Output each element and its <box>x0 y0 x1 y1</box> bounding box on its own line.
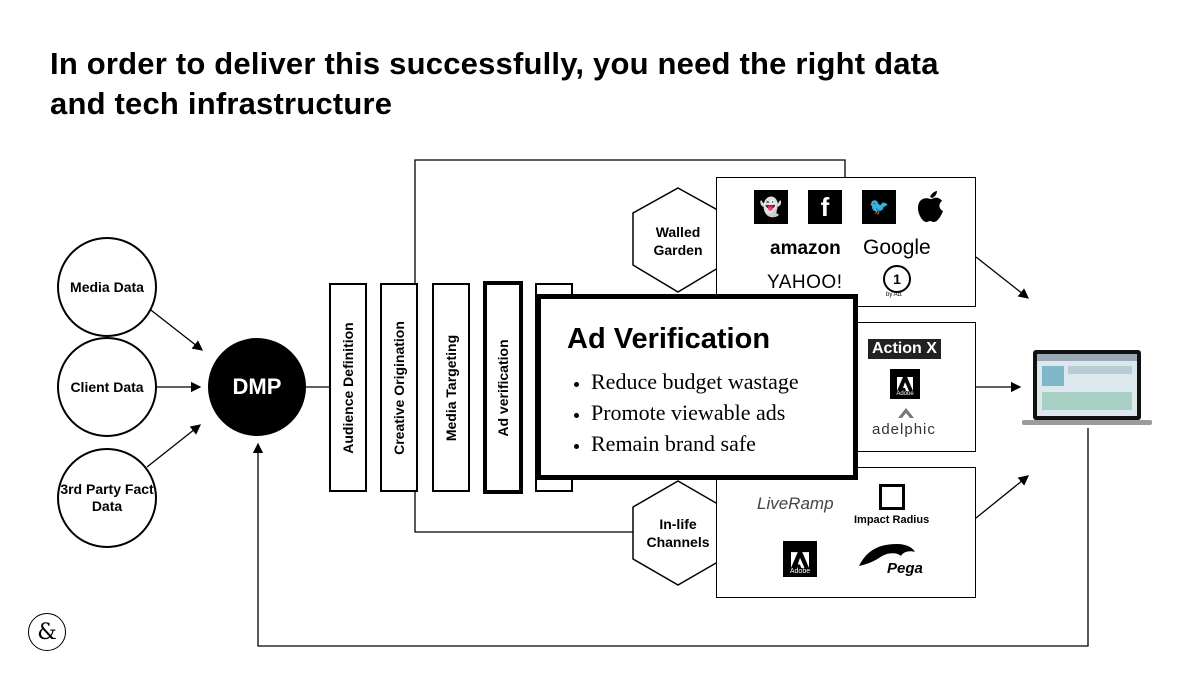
google-logo: Google <box>863 236 931 259</box>
stage-ad-verification: Ad verification <box>483 281 523 494</box>
stage-creative-origination: Creative Origination <box>380 283 418 492</box>
apple-icon <box>913 188 947 224</box>
source-3rd-party-data: 3rd Party Fact Data <box>57 448 157 548</box>
adelphic-mark-icon <box>898 405 914 423</box>
twitter-icon: 🐦 <box>862 190 896 224</box>
adobe-mark-icon <box>897 377 913 391</box>
callout-heading: Ad Verification <box>567 323 771 355</box>
adobe-logo-2: Adobe <box>783 541 817 577</box>
stage-media-targeting: Media Targeting <box>432 283 470 492</box>
callout-bullet: Reduce budget wastage <box>591 366 853 397</box>
snapchat-icon: 👻 <box>754 190 788 224</box>
yahoo-logo: YAHOO! <box>767 272 843 293</box>
amazon-logo: amazon <box>770 238 841 259</box>
callout-bullet: Promote viewable ads <box>591 397 853 428</box>
laptop-icon <box>1022 348 1152 433</box>
atlas-one-logo: 1 <box>883 265 911 293</box>
walled-garden-panel: 👻 f 🐦 amazon Google YAHOO! 1 by Ad. <box>716 177 976 307</box>
company-logo-icon: & <box>28 613 66 651</box>
stage-audience-definition: Audience Definition <box>329 283 367 492</box>
source-media-data: Media Data <box>57 237 157 337</box>
in-life-panel: LiveRamp Impact Radius Adobe Pega <box>716 467 976 598</box>
atlas-sub-text: by Ad. <box>886 292 903 298</box>
facebook-icon: f <box>808 190 842 224</box>
adtech-panel: Action X Adobe adelphic <box>858 322 976 452</box>
dmp-hub: DMP <box>208 338 306 436</box>
callout-bullet: Remain brand safe <box>591 428 853 459</box>
actionx-logo: Action X <box>868 339 941 359</box>
impact-radius-icon <box>879 484 905 510</box>
impact-radius-logo: Impact Radius <box>854 514 930 526</box>
liveramp-logo: LiveRamp <box>757 494 834 513</box>
ad-verification-callout: Ad Verification Reduce budget wastage Pr… <box>536 294 858 480</box>
adelphic-logo: adelphic <box>872 421 936 438</box>
pega-horse-icon <box>857 542 917 573</box>
pega-logo: Pega <box>887 560 923 577</box>
source-client-data: Client Data <box>57 337 157 437</box>
callout-bullets: Reduce budget wastage Promote viewable a… <box>567 366 853 459</box>
adobe-logo: Adobe <box>890 369 920 399</box>
slide-title: In order to deliver this successfully, y… <box>50 46 939 121</box>
adobe-mark-icon-2 <box>791 552 809 568</box>
